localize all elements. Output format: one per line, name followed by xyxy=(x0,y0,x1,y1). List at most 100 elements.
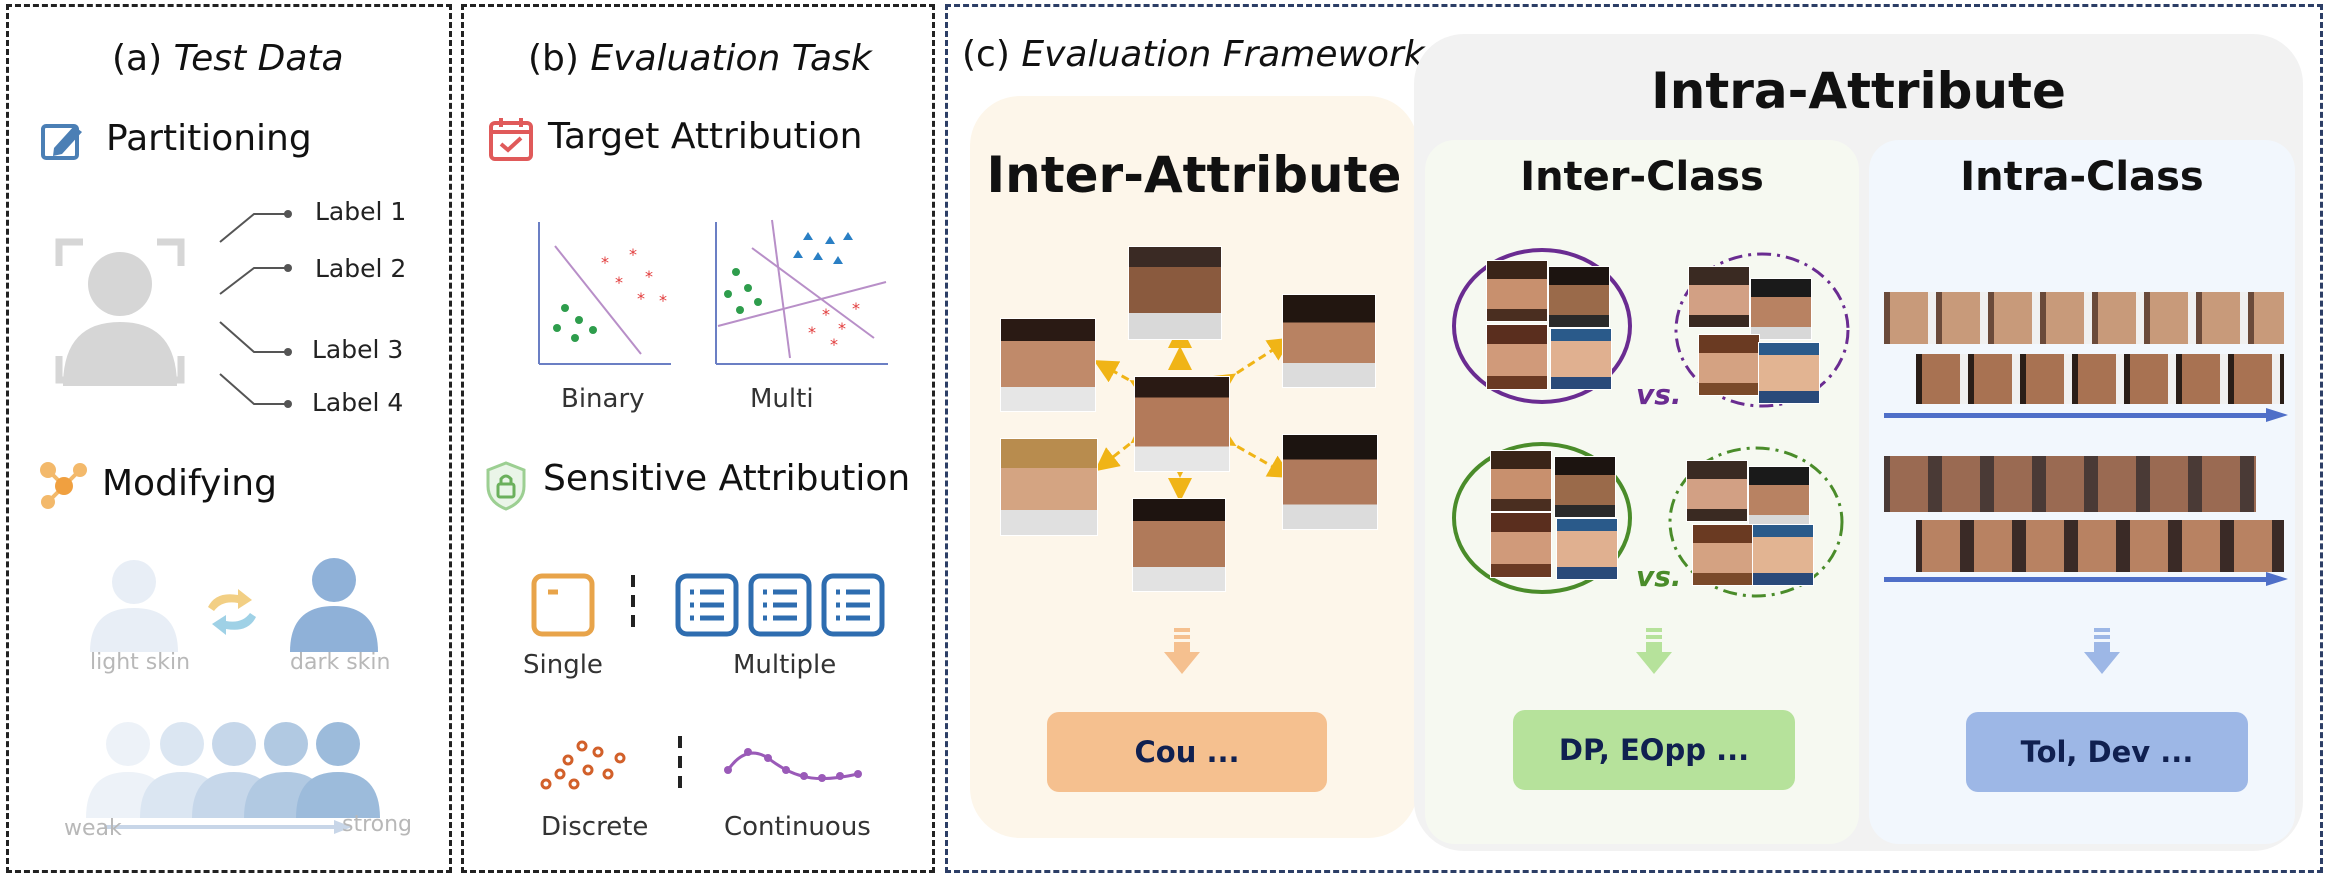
green-face-5 xyxy=(1686,460,1748,522)
face-top xyxy=(1128,246,1222,340)
face-center xyxy=(1134,376,1230,472)
svg-text:*: * xyxy=(645,267,653,286)
vs-purple: vs. xyxy=(1636,378,1682,411)
panel-a-title: (a) Test Data xyxy=(112,38,344,79)
intra-class-strip-2a xyxy=(1884,456,2256,512)
svg-text:*: * xyxy=(629,245,637,264)
svg-text:*: * xyxy=(637,289,645,308)
continuous-label: Continuous xyxy=(724,812,871,842)
panel-b-title-prefix: (b) xyxy=(528,38,579,79)
purple-face-1 xyxy=(1486,260,1548,322)
inter-class-title: Inter-Class xyxy=(1520,154,1764,200)
panel-test-data xyxy=(6,4,452,873)
svg-text:*: * xyxy=(852,299,860,318)
vs-green: vs. xyxy=(1636,560,1682,593)
swap-icon xyxy=(208,589,256,635)
light-skin-label: light skin xyxy=(90,650,191,675)
svg-text:*: * xyxy=(838,319,846,338)
label-4: Label 4 xyxy=(312,388,404,417)
svg-text:*: * xyxy=(830,335,838,354)
metric-inter-class: DP, EOpp ... xyxy=(1513,710,1795,790)
green-group-ellipses xyxy=(1452,442,1844,598)
purple-face-7 xyxy=(1698,334,1760,396)
intra-class-arrow-2 xyxy=(1884,572,2288,586)
panel-evaluation-framework xyxy=(945,4,2323,873)
partitioning-heading: Partitioning xyxy=(106,118,312,159)
panel-evaluation-task xyxy=(461,4,935,873)
face-upper-right xyxy=(1282,294,1376,388)
discrete-label: Discrete xyxy=(541,812,649,842)
multiple-attribute-icon xyxy=(675,573,885,637)
sensitive-attribution-heading: Sensitive Attribution xyxy=(543,458,911,499)
intra-class-title: Intra-Class xyxy=(1960,154,2204,200)
strong-label: strong xyxy=(342,812,413,837)
metric-inter-attribute: Cou ... xyxy=(1047,712,1327,792)
multi-scatter-plot: * * * * * xyxy=(715,219,888,365)
light-skin-figure xyxy=(90,560,178,652)
weak-strong-arrow xyxy=(104,820,352,834)
edit-icon xyxy=(41,124,82,160)
purple-face-3 xyxy=(1486,324,1548,390)
intra-class-strip-1b xyxy=(1916,354,2284,404)
green-face-8 xyxy=(1752,524,1814,586)
dark-skin-figure xyxy=(290,558,378,652)
multiple-label: Multiple xyxy=(733,650,837,680)
svg-text:*: * xyxy=(822,305,830,324)
green-face-4 xyxy=(1556,518,1618,580)
svg-text:*: * xyxy=(808,323,816,342)
purple-face-8 xyxy=(1758,342,1820,404)
panel-b-title-text: Evaluation Task xyxy=(590,38,872,79)
panel-c-title: (c) Evaluation Framework xyxy=(962,34,1425,75)
svg-text:*: * xyxy=(659,291,667,310)
face-upper-left xyxy=(1000,318,1096,412)
intra-attribute-title: Intra-Attribute xyxy=(1651,62,2066,120)
separator-discrete-continuous xyxy=(678,736,682,796)
person-scan-icon xyxy=(55,238,185,386)
strength-gradient-figures xyxy=(86,722,380,818)
svg-text:*: * xyxy=(615,273,623,292)
green-face-1 xyxy=(1490,450,1552,512)
face-lower-right xyxy=(1282,434,1378,530)
green-face-6 xyxy=(1748,466,1810,528)
svg-text:*: * xyxy=(601,253,609,272)
panel-a-title-text: Test Data xyxy=(173,38,344,79)
label-3: Label 3 xyxy=(312,335,404,364)
purple-group-ellipses xyxy=(1452,248,1850,408)
down-arrow-orange xyxy=(1164,628,1200,674)
down-arrow-blue xyxy=(2084,628,2120,674)
face-bottom xyxy=(1132,498,1226,592)
metric-intra-class: Tol, Dev ... xyxy=(1966,712,2248,792)
down-arrow-green xyxy=(1636,628,1672,674)
label-1: Label 1 xyxy=(315,197,407,226)
label-connectors xyxy=(219,210,292,408)
purple-face-2 xyxy=(1548,266,1610,328)
weak-label: weak xyxy=(64,816,122,841)
shield-lock-icon xyxy=(486,461,526,511)
green-face-7 xyxy=(1692,524,1754,586)
calendar-check-icon xyxy=(489,118,533,161)
panel-a-title-prefix: (a) xyxy=(112,38,163,79)
modifying-heading: Modifying xyxy=(102,463,277,504)
intra-class-strip-1a xyxy=(1884,292,2284,344)
panel-c-title-text: Evaluation Framework xyxy=(1021,34,1425,75)
binary-scatter-plot: * * * * * * xyxy=(538,222,671,365)
single-label: Single xyxy=(523,650,603,680)
single-attribute-icon xyxy=(531,573,595,637)
purple-face-5 xyxy=(1688,266,1750,328)
discrete-dots-icon xyxy=(540,740,626,790)
separator-single-multiple xyxy=(631,575,635,635)
target-attribution-heading: Target Attribution xyxy=(548,116,863,157)
label-2: Label 2 xyxy=(315,254,407,283)
panel-c-title-prefix: (c) xyxy=(962,34,1010,75)
face-lower-left xyxy=(1000,438,1098,536)
binary-label: Binary xyxy=(561,384,645,414)
intra-class-strip-2b xyxy=(1916,520,2284,572)
continuous-curve-icon xyxy=(724,748,862,782)
intra-class-arrow-1 xyxy=(1884,408,2288,422)
network-icon xyxy=(40,462,87,509)
panel-b-title: (b) Evaluation Task xyxy=(528,38,872,79)
purple-face-4 xyxy=(1550,328,1612,390)
inter-attribute-title: Inter-Attribute xyxy=(986,146,1402,204)
green-face-3 xyxy=(1490,512,1552,578)
multi-label: Multi xyxy=(750,384,814,414)
